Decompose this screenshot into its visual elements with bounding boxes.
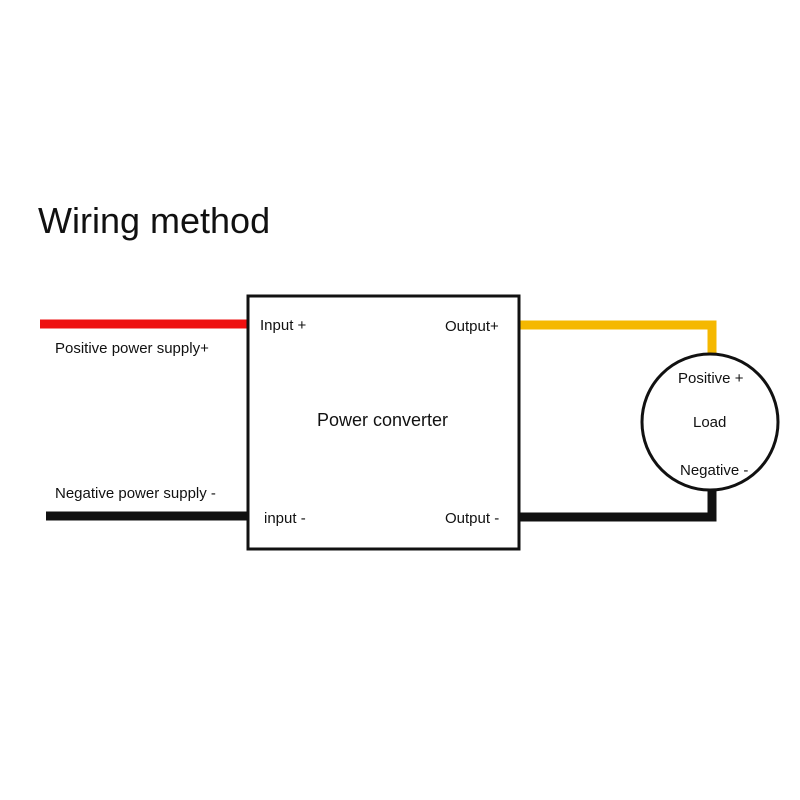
positive-supply-label: Positive power supply+ xyxy=(55,340,209,357)
negative-supply-label: Negative power supply - xyxy=(55,485,216,502)
load-positive-label: Positive + xyxy=(678,370,744,387)
output-negative-wire xyxy=(519,484,717,522)
load-negative-label: Negative - xyxy=(680,462,748,479)
load-label: Load xyxy=(693,414,726,431)
input-positive-label: Input + xyxy=(260,317,307,334)
input-negative-label: input - xyxy=(264,510,306,527)
power-converter-box xyxy=(246,294,521,551)
diagram-title: Wiring method xyxy=(38,200,270,241)
output-negative-label: Output - xyxy=(445,510,499,527)
output-positive-label: Output+ xyxy=(445,318,499,335)
output-positive-wire xyxy=(519,320,717,356)
converter-label: Power converter xyxy=(317,410,448,430)
load-circle xyxy=(640,352,780,492)
